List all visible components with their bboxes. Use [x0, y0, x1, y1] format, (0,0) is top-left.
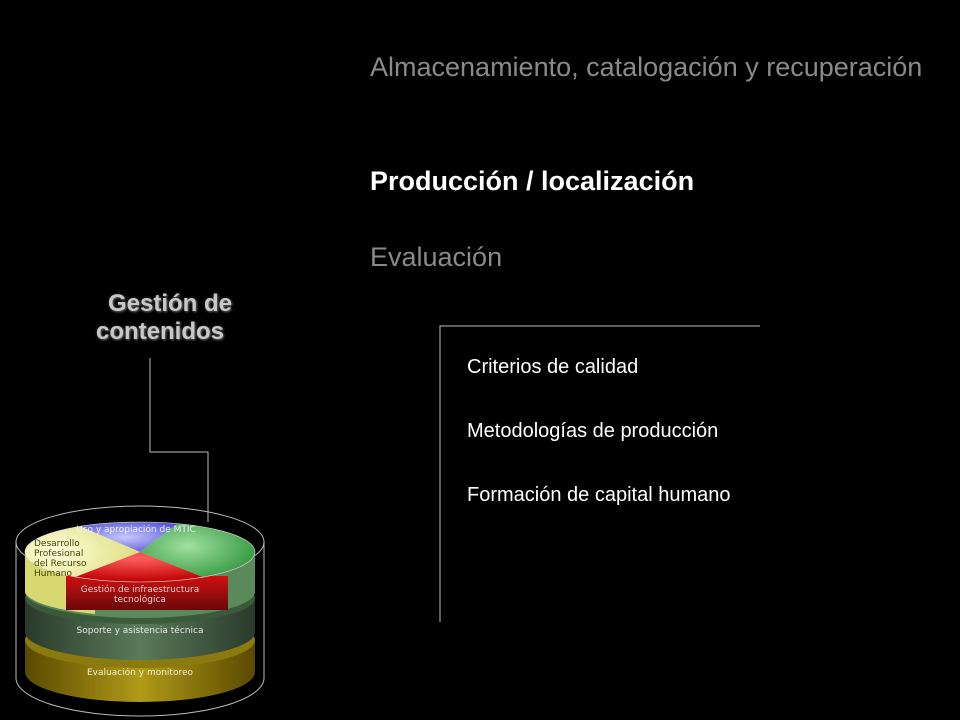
- section-title: Gestión de contenidos: [96, 290, 266, 346]
- label-infra-1: Gestión de infraestructura: [81, 584, 200, 595]
- label-desarrollo-3: del Recurso: [34, 559, 87, 569]
- section-title-line2: contenidos: [96, 318, 225, 345]
- segment-uso[interactable]: [70, 522, 180, 552]
- label-infra-2: tecnológica: [114, 594, 166, 605]
- subitem-formacion[interactable]: Formación de capital humano: [467, 484, 731, 506]
- subitem-criterios[interactable]: Criterios de calidad: [467, 356, 639, 378]
- label-desarrollo-1: Desarrollo: [34, 539, 80, 549]
- segment-gestion[interactable]: [140, 522, 260, 582]
- connector-right: [439, 325, 760, 622]
- label-desarrollo-4: Humano: [34, 569, 72, 579]
- menu-item-produccion[interactable]: Producción / localización: [370, 166, 695, 196]
- label-evaluacion: Evaluación y monitoreo: [87, 667, 194, 678]
- label-desarrollo-2: Profesional: [34, 549, 83, 559]
- top-disc: [20, 522, 260, 582]
- segment-infra[interactable]: [62, 552, 215, 582]
- menu-item-almacenamiento[interactable]: Almacenamiento, catalogación y recuperac…: [370, 52, 923, 82]
- section-title-line1: Gestión de: [108, 290, 233, 317]
- label-uso-line1: Uso y apropiación de MTIC: [76, 524, 196, 535]
- connector-left: [149, 358, 209, 522]
- cylinder-labels: Uso y apropiación de MTIC Desarrollo Pro…: [34, 524, 203, 678]
- menu-item-evaluacion[interactable]: Evaluación: [370, 242, 503, 272]
- subitem-metodologias[interactable]: Metodologías de producción: [467, 420, 719, 442]
- label-soporte: Soporte y asistencia técnica: [77, 625, 204, 636]
- segment-desarrollo[interactable]: [20, 522, 140, 582]
